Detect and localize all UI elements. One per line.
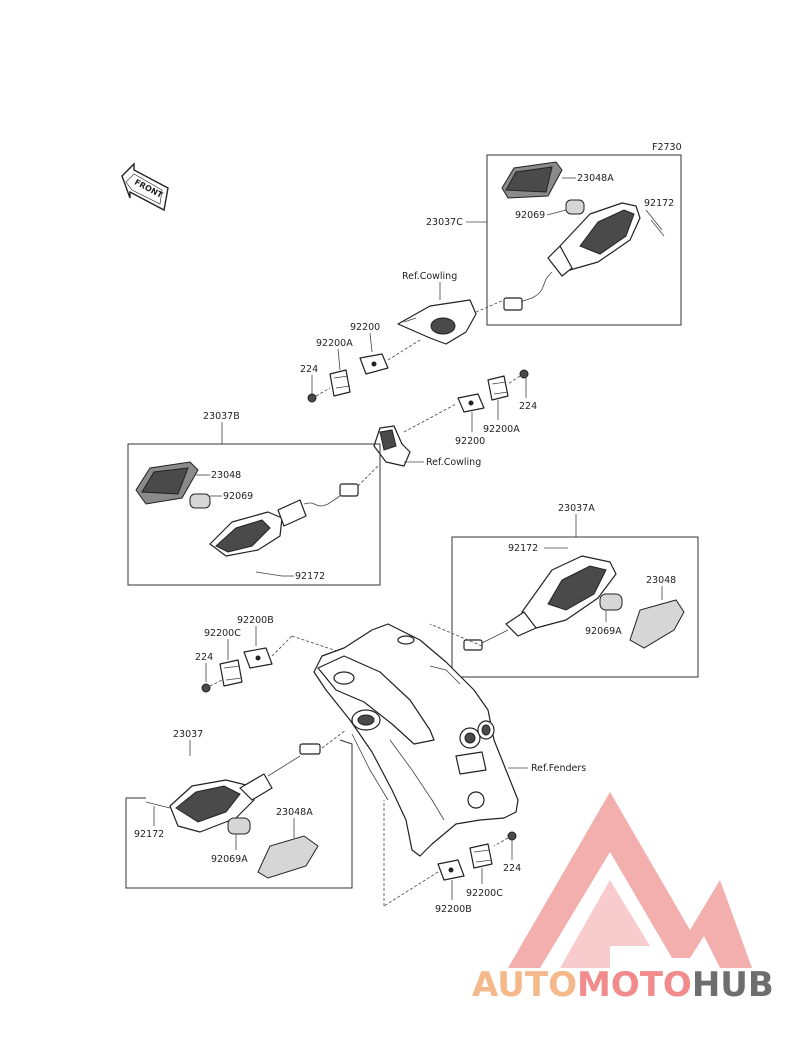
lens-23048A-bottom: [257, 835, 319, 879]
plate-92200B-mid: [243, 647, 273, 669]
frame-23037A: [451, 536, 699, 678]
label-224-bottom: 224: [503, 863, 521, 874]
plate-92200B-bottom: [437, 859, 465, 881]
connector-23037B: [339, 483, 359, 497]
clip-92200A-top: [329, 369, 351, 397]
frame-23037: [125, 739, 353, 889]
label-92069-left: 92069: [223, 491, 253, 502]
clip-92200C-mid: [219, 659, 243, 687]
plate-92200-right: [457, 393, 485, 413]
lens-23048-right: [629, 599, 685, 649]
label-reffenders: Ref.Fenders: [531, 763, 586, 774]
label-23037A: 23037A: [558, 503, 595, 514]
screw-224-top: [307, 393, 317, 403]
label-92200A-top: 92200A: [316, 338, 353, 349]
watermark-auto: AUTO: [472, 965, 577, 1005]
label-23048A-bottom: 23048A: [276, 807, 313, 818]
watermark-hub: HUB: [692, 965, 774, 1005]
cowling-bracket-mid: [373, 425, 411, 467]
label-92069-top: 92069: [515, 210, 545, 221]
watermark-logo: [508, 792, 752, 968]
label-92172-left: 92172: [295, 571, 325, 582]
frame-23037B: [127, 443, 381, 586]
turn-signal-23037B: [209, 495, 341, 557]
screw-224-mid: [201, 683, 211, 693]
cowling-bracket-top: [397, 299, 477, 345]
connector-23037: [299, 743, 321, 755]
bulb-92069-top: [565, 199, 585, 215]
label-224-right: 224: [519, 401, 537, 412]
plate-92200-top: [359, 353, 389, 375]
label-92200B-mid: 92200B: [237, 615, 274, 626]
turn-signal-23037C: [519, 202, 641, 303]
frame-23037C: [486, 154, 682, 326]
label-23048A-top: 23048A: [577, 173, 614, 184]
clip-92200C-bottom: [469, 843, 493, 869]
label-224-top: 224: [300, 364, 318, 375]
label-92069A-right: 92069A: [585, 626, 622, 637]
bulb-92069A-right: [599, 593, 623, 611]
label-23037: 23037: [173, 729, 203, 740]
front-arrow-icon: FRONT: [121, 162, 169, 212]
label-92200A-right: 92200A: [483, 424, 520, 435]
rear-fender: [313, 623, 519, 857]
watermark-triangle-icon: [508, 792, 752, 968]
label-92200C-mid: 92200C: [204, 628, 241, 639]
label-92172-top: 92172: [644, 198, 674, 209]
label-224-mid: 224: [195, 652, 213, 663]
lens-23048A-top: [501, 161, 563, 199]
screw-224-right: [519, 369, 529, 379]
label-23048: 23048: [211, 470, 241, 481]
screw-224-bottom: [507, 831, 517, 841]
watermark-moto: MOTO: [577, 965, 692, 1005]
label-23037B: 23037B: [203, 411, 240, 422]
clip-92200A-right: [487, 375, 509, 401]
label-92172-bottom: 92172: [134, 829, 164, 840]
lens-23048: [135, 461, 199, 505]
figure-code: F2730: [652, 142, 682, 153]
label-92200-top: 92200: [350, 322, 380, 333]
label-23048-right: 23048: [646, 575, 676, 586]
bulb-92069A-bottom: [227, 817, 251, 835]
bulb-92069-left: [189, 493, 211, 509]
turn-signal-23037A: [479, 555, 617, 645]
connector-23037A: [463, 639, 483, 651]
label-92069A-bottom: 92069A: [211, 854, 248, 865]
label-23037C: 23037C: [426, 217, 463, 228]
label-92172-right: 92172: [508, 543, 538, 554]
label-92200-right: 92200: [455, 436, 485, 447]
watermark-text: AUTOMOTOHUB: [472, 965, 774, 1005]
connector-23037C: [503, 297, 523, 311]
label-92200B-bottom: 92200B: [435, 904, 472, 915]
label-refcowl-top: Ref.Cowling: [402, 271, 457, 282]
label-refcowl-mid: Ref.Cowling: [426, 457, 481, 468]
label-92200C-bottom: 92200C: [466, 888, 503, 899]
